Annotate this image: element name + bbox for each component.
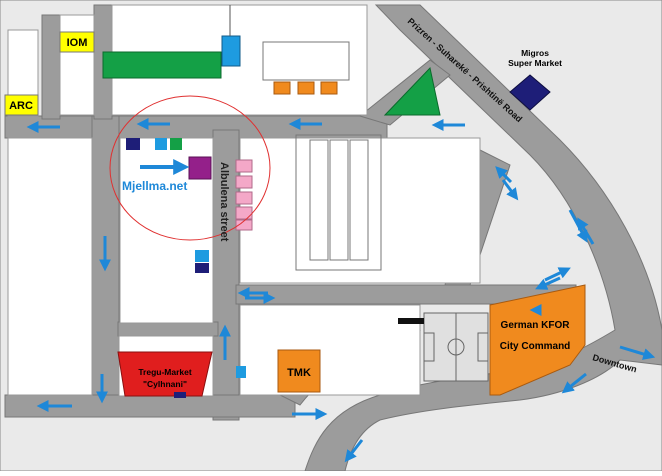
migros-label-line1: Migros — [521, 48, 549, 58]
albulena-street-road — [212, 129, 240, 421]
iom-label: IOM — [67, 37, 88, 49]
iom-box — [59, 31, 95, 53]
albulena-street-label: Albulena street — [218, 162, 230, 242]
kfor-building — [489, 284, 586, 396]
migros-label-line2: Super Market — [508, 58, 562, 68]
arc-box — [4, 94, 39, 116]
tregu-label-line1: Tregu-Market — [138, 367, 192, 377]
kfor-label-line1: German KFOR — [501, 320, 571, 331]
north-road-west — [41, 14, 61, 120]
white-building-north — [262, 41, 350, 81]
lower-connector-road — [117, 321, 219, 337]
football-field — [423, 312, 489, 382]
tregu-label-line2: "Cylhnani" — [143, 379, 187, 389]
block-iom — [59, 14, 95, 116]
mjellma-building — [188, 156, 212, 180]
tregu-entrance — [174, 392, 186, 398]
green-building-small — [170, 138, 182, 150]
green-building — [102, 51, 222, 79]
mjellma-label: Mjellma.net — [122, 179, 187, 193]
pink-buildings — [235, 159, 253, 231]
orange-parking-north — [273, 81, 338, 95]
blue-building-1 — [155, 138, 167, 150]
traffic-arrows — [26, 118, 656, 463]
navy-building-2 — [195, 263, 209, 273]
parking-rows — [295, 134, 382, 271]
arc-label: ARC — [9, 100, 33, 112]
kfor-label-line2: City Command — [500, 341, 571, 352]
tmk-label: TMK — [287, 367, 311, 379]
blue-building-3 — [236, 366, 246, 378]
tmk-building — [277, 349, 321, 393]
green-triangle — [383, 66, 441, 116]
mjellma-highlight-circle — [109, 95, 271, 241]
block-tmk — [239, 304, 421, 396]
migros-building — [509, 74, 551, 111]
black-gate — [398, 318, 424, 324]
blue-building-2 — [195, 250, 209, 262]
navy-building-1 — [126, 138, 140, 150]
tregu-market-building — [117, 351, 213, 397]
blue-building-north — [221, 35, 241, 67]
block-west — [7, 137, 93, 396]
